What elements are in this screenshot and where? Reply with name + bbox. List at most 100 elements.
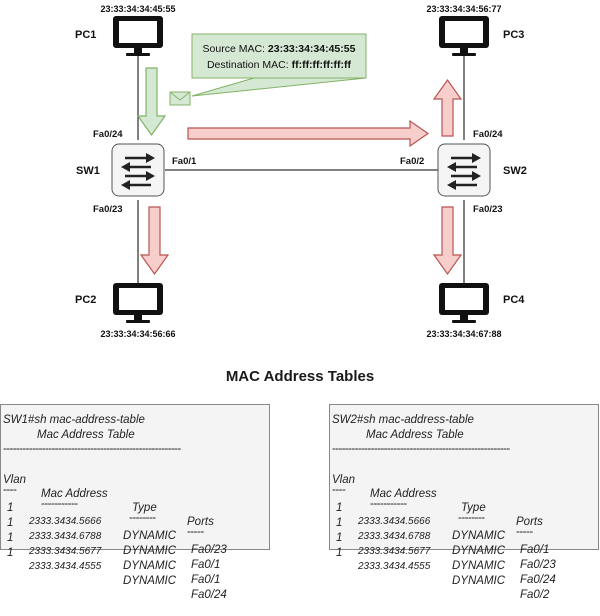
vlan-header: Vlan — [332, 474, 356, 486]
vlan-cell: 1 — [7, 517, 14, 529]
sw2-table-title: Mac Address Table — [366, 429, 464, 441]
vlan-cell: 1 — [336, 517, 343, 529]
mac-cell: 2333.3434.5677 — [358, 546, 431, 557]
red-arrow-right — [187, 119, 430, 148]
table-row: 1 2333.3434.5677 DYNAMIC Fa0/1 — [1, 517, 269, 586]
port-cell: Fa0/1 — [520, 544, 550, 556]
mac-tables-title: MAC Address Tables — [225, 368, 375, 385]
ports-sep: ----- — [516, 526, 533, 538]
type-header: Type — [132, 502, 157, 514]
sw1-port-fa023: Fa0/23 — [93, 204, 123, 215]
sw2-mac-table: SW2#sh mac-address-table Mac Address Tab… — [329, 404, 599, 601]
mac-cell: 2333.3434.6788 — [358, 531, 431, 542]
port-cell: Fa0/1 — [191, 574, 221, 586]
table-row: 1 2333.3434.4555 DYNAMIC Fa0/2 — [330, 532, 598, 601]
table-row: 1 2333.3434.4555 DYNAMIC Fa0/24 — [1, 532, 269, 601]
type-cell: DYNAMIC — [123, 560, 177, 572]
type-header: Type — [461, 502, 486, 514]
ports-header: Ports — [187, 516, 214, 528]
sw2-header-row: Vlan Mac Address Type Ports — [330, 459, 598, 528]
sw2-switch-icon[interactable] — [436, 142, 492, 198]
table-row: 1 2333.3434.5666 DYNAMIC Fa0/1 — [330, 487, 598, 556]
type-cell: DYNAMIC — [123, 530, 177, 542]
port-cell: Fa0/24 — [191, 589, 227, 601]
table-row: 1 2333.3434.6788 DYNAMIC Fa0/1 — [1, 502, 269, 571]
mac-header: Mac Address — [41, 488, 108, 500]
vlan-cell: 1 — [336, 532, 343, 544]
sw1-port-fa01: Fa0/1 — [172, 156, 197, 167]
pc2-mac-label: 23:33:34:34:56:66 — [100, 329, 175, 339]
pc1-name-label: PC1 — [75, 29, 96, 41]
pc4-mac-label: 23:33:34:34:67:88 — [426, 329, 501, 339]
ports-header: Ports — [516, 516, 543, 528]
port-cell: Fa0/1 — [191, 559, 221, 571]
port-cell: Fa0/24 — [520, 574, 556, 586]
sw1-switch-icon[interactable] — [110, 142, 166, 198]
vlan-cell: 1 — [7, 502, 14, 514]
sw2-header-separator: ---- ----------- -------- ----- — [330, 469, 598, 538]
sw1-header-separator: ---- ----------- -------- ----- — [1, 469, 269, 538]
red-arrow-up-pc3 — [432, 78, 463, 137]
mac-sep: ----------- — [41, 498, 78, 510]
sw2-port-fa023: Fa0/23 — [473, 204, 503, 215]
sw2-port-fa02: Fa0/2 — [400, 156, 424, 167]
port-cell: Fa0/23 — [191, 544, 227, 556]
pc3-name-label: PC3 — [503, 29, 524, 41]
vlan-cell: 1 — [336, 502, 343, 514]
type-sep: -------- — [129, 512, 156, 524]
green-arrow-down — [136, 67, 167, 137]
vlan-sep: ---- — [3, 484, 17, 496]
table-row: 1 2333.3434.5666 DYNAMIC Fa0/23 — [1, 487, 269, 556]
frame-destination-line: Destination MAC: ff:ff:ff:ff:ff:ff — [207, 59, 352, 71]
mac-cell: 2333.3434.6788 — [29, 531, 102, 542]
mac-sep: ----------- — [370, 498, 407, 510]
table-row: 1 2333.3434.5677 DYNAMIC Fa0/24 — [330, 517, 598, 586]
red-arrow-down-sw2 — [432, 206, 463, 276]
sw1-separator: ----------------------------------------… — [3, 443, 181, 455]
type-cell: DYNAMIC — [123, 575, 177, 587]
sw1-header-row: Vlan Mac Address Type Ports — [1, 459, 269, 528]
sw2-port-fa024: Fa0/24 — [473, 129, 503, 140]
pc3-icon[interactable] — [439, 16, 489, 56]
pc1-mac-label: 23:33:34:34:45:55 — [100, 4, 175, 14]
mac-cell: 2333.3434.5677 — [29, 546, 102, 557]
vlan-cell: 1 — [7, 532, 14, 544]
sw1-command: SW1#sh mac-address-table — [3, 414, 145, 426]
mac-cell: 2333.3434.4555 — [358, 561, 431, 572]
pc2-icon[interactable] — [113, 283, 163, 323]
sw1-table-title: Mac Address Table — [37, 429, 135, 441]
network-diagram: Source MAC: 23:33:34:34:45:55 Destinatio… — [75, 4, 527, 339]
type-cell: DYNAMIC — [452, 575, 506, 587]
type-cell: DYNAMIC — [452, 560, 506, 572]
mac-header: Mac Address — [370, 488, 437, 500]
sw1-mac-table: SW1#sh mac-address-table Mac Address Tab… — [0, 404, 270, 601]
type-cell: DYNAMIC — [123, 545, 177, 557]
sw2-command: SW2#sh mac-address-table — [332, 414, 474, 426]
sw2-separator: ----------------------------------------… — [332, 443, 510, 455]
port-cell: Fa0/2 — [520, 589, 550, 601]
pc3-mac-label: 23:33:34:34:56:77 — [426, 4, 501, 14]
ports-sep: ----- — [187, 526, 204, 538]
sw1-port-fa024: Fa0/24 — [93, 129, 123, 140]
table-row: 1 2333.3434.6788 DYNAMIC Fa0/23 — [330, 502, 598, 571]
red-arrow-down-sw1 — [139, 206, 170, 276]
vlan-header: Vlan — [3, 474, 27, 486]
type-cell: DYNAMIC — [452, 530, 506, 542]
sw2-name-label: SW2 — [503, 165, 527, 177]
pc1-icon[interactable] — [113, 16, 163, 56]
pc2-name-label: PC2 — [75, 294, 96, 306]
frame-callout-pointer — [191, 77, 367, 97]
frame-source-line: Source MAC: 23:33:34:34:45:55 — [203, 43, 356, 55]
pc4-icon[interactable] — [439, 283, 489, 323]
frame-callout-box — [191, 33, 367, 79]
port-cell: Fa0/23 — [520, 559, 556, 571]
frame-envelope-icon — [169, 91, 191, 106]
type-cell: DYNAMIC — [452, 545, 506, 557]
vlan-cell: 1 — [7, 547, 14, 559]
mac-cell: 2333.3434.4555 — [29, 561, 102, 572]
pc4-name-label: PC4 — [503, 294, 525, 306]
mac-cell: 2333.3434.5666 — [29, 516, 102, 527]
mac-cell: 2333.3434.5666 — [358, 516, 431, 527]
type-sep: -------- — [458, 512, 485, 524]
vlan-cell: 1 — [336, 547, 343, 559]
